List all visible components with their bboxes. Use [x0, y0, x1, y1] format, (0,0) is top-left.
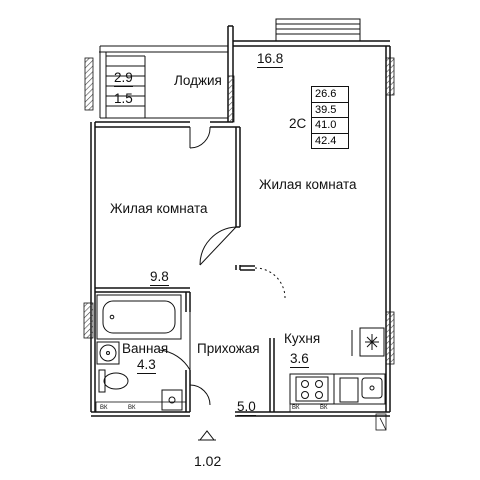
- entrance-marker-icon: [198, 430, 216, 441]
- toilet-icon: [98, 369, 129, 393]
- bathtub: [96, 294, 182, 340]
- area-summary-value: 39.5: [312, 103, 348, 119]
- room-name-hallway: Прихожая: [197, 341, 260, 356]
- kitchen-sink-icon: [361, 377, 383, 399]
- room-area-living-large: 16.8: [257, 51, 284, 68]
- vent-strip: [95, 401, 387, 431]
- vent-label: ВК: [128, 405, 136, 411]
- floor-level-label: 1.02: [194, 453, 222, 469]
- room-area-hallway: 5.0: [237, 399, 256, 416]
- room-name-loggia: Лоджия: [174, 73, 222, 88]
- window-hatches: [83, 57, 395, 365]
- area-summary-value: 26.6: [312, 87, 348, 103]
- vent-label: ВК: [320, 405, 328, 411]
- room-name-kitchen: Кухня: [284, 331, 321, 346]
- vent-label: ВК: [100, 405, 108, 411]
- loggia: [99, 45, 228, 119]
- doors: [159, 126, 286, 406]
- room-area-loggia-b: 1.5: [114, 91, 133, 106]
- outer-walls: [90, 25, 391, 417]
- area-summary-value: 42.4: [315, 134, 337, 147]
- vent-label: ВК: [292, 405, 300, 411]
- window-top: [275, 18, 361, 42]
- apartment-code: 2С: [289, 116, 307, 131]
- stove-icon: [295, 376, 329, 402]
- room-area-kitchen: 3.6: [290, 351, 309, 368]
- room-area-loggia-a: 2.9: [114, 70, 133, 87]
- room-area-bathroom: 4.3: [137, 357, 156, 374]
- room-name-living-large: Жилая комната: [259, 177, 357, 192]
- vent-cross-icon: [351, 327, 385, 357]
- room-name-bathroom: Ванная: [122, 341, 169, 356]
- sink-icon: [96, 341, 120, 365]
- washer-icon: [161, 389, 183, 411]
- area-summary-value: 41.0: [312, 118, 348, 134]
- fridge-icon: [339, 377, 359, 403]
- area-summary-box: 26.6 39.5 41.0 42.4: [311, 86, 349, 150]
- room-name-living-small: Жилая комната: [110, 201, 208, 216]
- room-area-living-small: 9.8: [150, 269, 169, 286]
